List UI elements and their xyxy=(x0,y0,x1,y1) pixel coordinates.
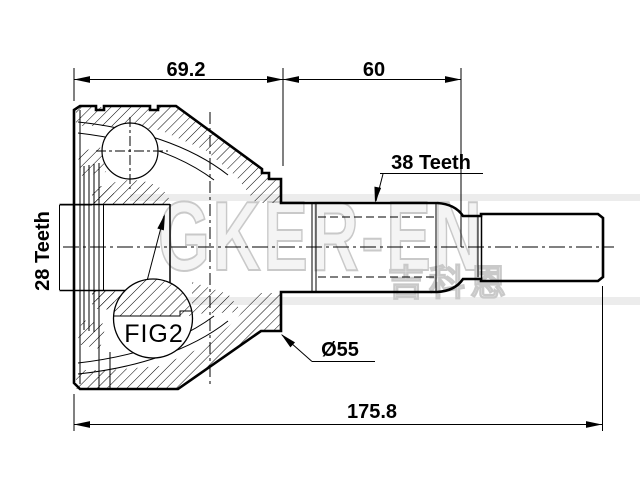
housing-internal-lines xyxy=(59,110,229,389)
dim-arrow xyxy=(74,76,90,83)
watermark-latin-text: GKER-EN xyxy=(158,181,484,291)
dim-arrow xyxy=(445,76,461,83)
watermark-cjk-text: 吉科恩 xyxy=(388,263,511,304)
watermark-band-top xyxy=(130,194,640,201)
cavity-lower-right-hatch xyxy=(192,282,242,314)
diameter-label: Ø55 xyxy=(321,339,359,361)
leader-arrow xyxy=(374,186,382,203)
dim-arrow xyxy=(74,421,90,428)
label-diameter: Ø55 xyxy=(281,334,375,362)
inner-spline-label: 28 Teeth xyxy=(32,211,54,291)
label-outer-spline: 38 Teeth xyxy=(374,152,483,203)
fig2-balloon-hatch xyxy=(113,279,193,316)
cage-arc-upper-1 xyxy=(77,121,229,176)
housing-lower-wall-hatch xyxy=(76,293,281,389)
dim-arrow xyxy=(267,76,283,83)
fig2-label: FIG2 xyxy=(124,320,184,348)
dim-overall-length-label: 175.8 xyxy=(347,401,397,423)
dim-width-right-label: 60 xyxy=(363,59,385,81)
fig2-balloon-chord xyxy=(114,310,192,317)
dim-arrow xyxy=(586,421,602,428)
hub-corner-lower-hatch xyxy=(92,291,114,309)
dim-width-left-label: 69.2 xyxy=(167,59,206,81)
fig2-leader-arrow xyxy=(157,214,165,231)
label-inner-spline: 28 Teeth xyxy=(32,204,92,291)
dimension-width-left: 69.2 xyxy=(73,59,284,166)
watermark-band-bottom xyxy=(130,297,640,305)
part-outline xyxy=(72,104,605,391)
outer-spline-label: 38 Teeth xyxy=(391,152,471,174)
dim-arrow xyxy=(283,76,299,83)
leader-arrow xyxy=(281,334,296,348)
dimension-overall-length: 175.8 xyxy=(73,286,603,431)
dimension-width-right: 60 xyxy=(283,59,462,247)
fig2-detail-balloon: FIG2 xyxy=(112,214,194,359)
hub-corner-upper-hatch xyxy=(92,186,114,204)
watermark: GKER-EN 吉科恩 xyxy=(130,180,640,305)
housing-upper-wall-hatch xyxy=(76,107,281,203)
race-wedge-lower-hatch xyxy=(77,320,106,349)
